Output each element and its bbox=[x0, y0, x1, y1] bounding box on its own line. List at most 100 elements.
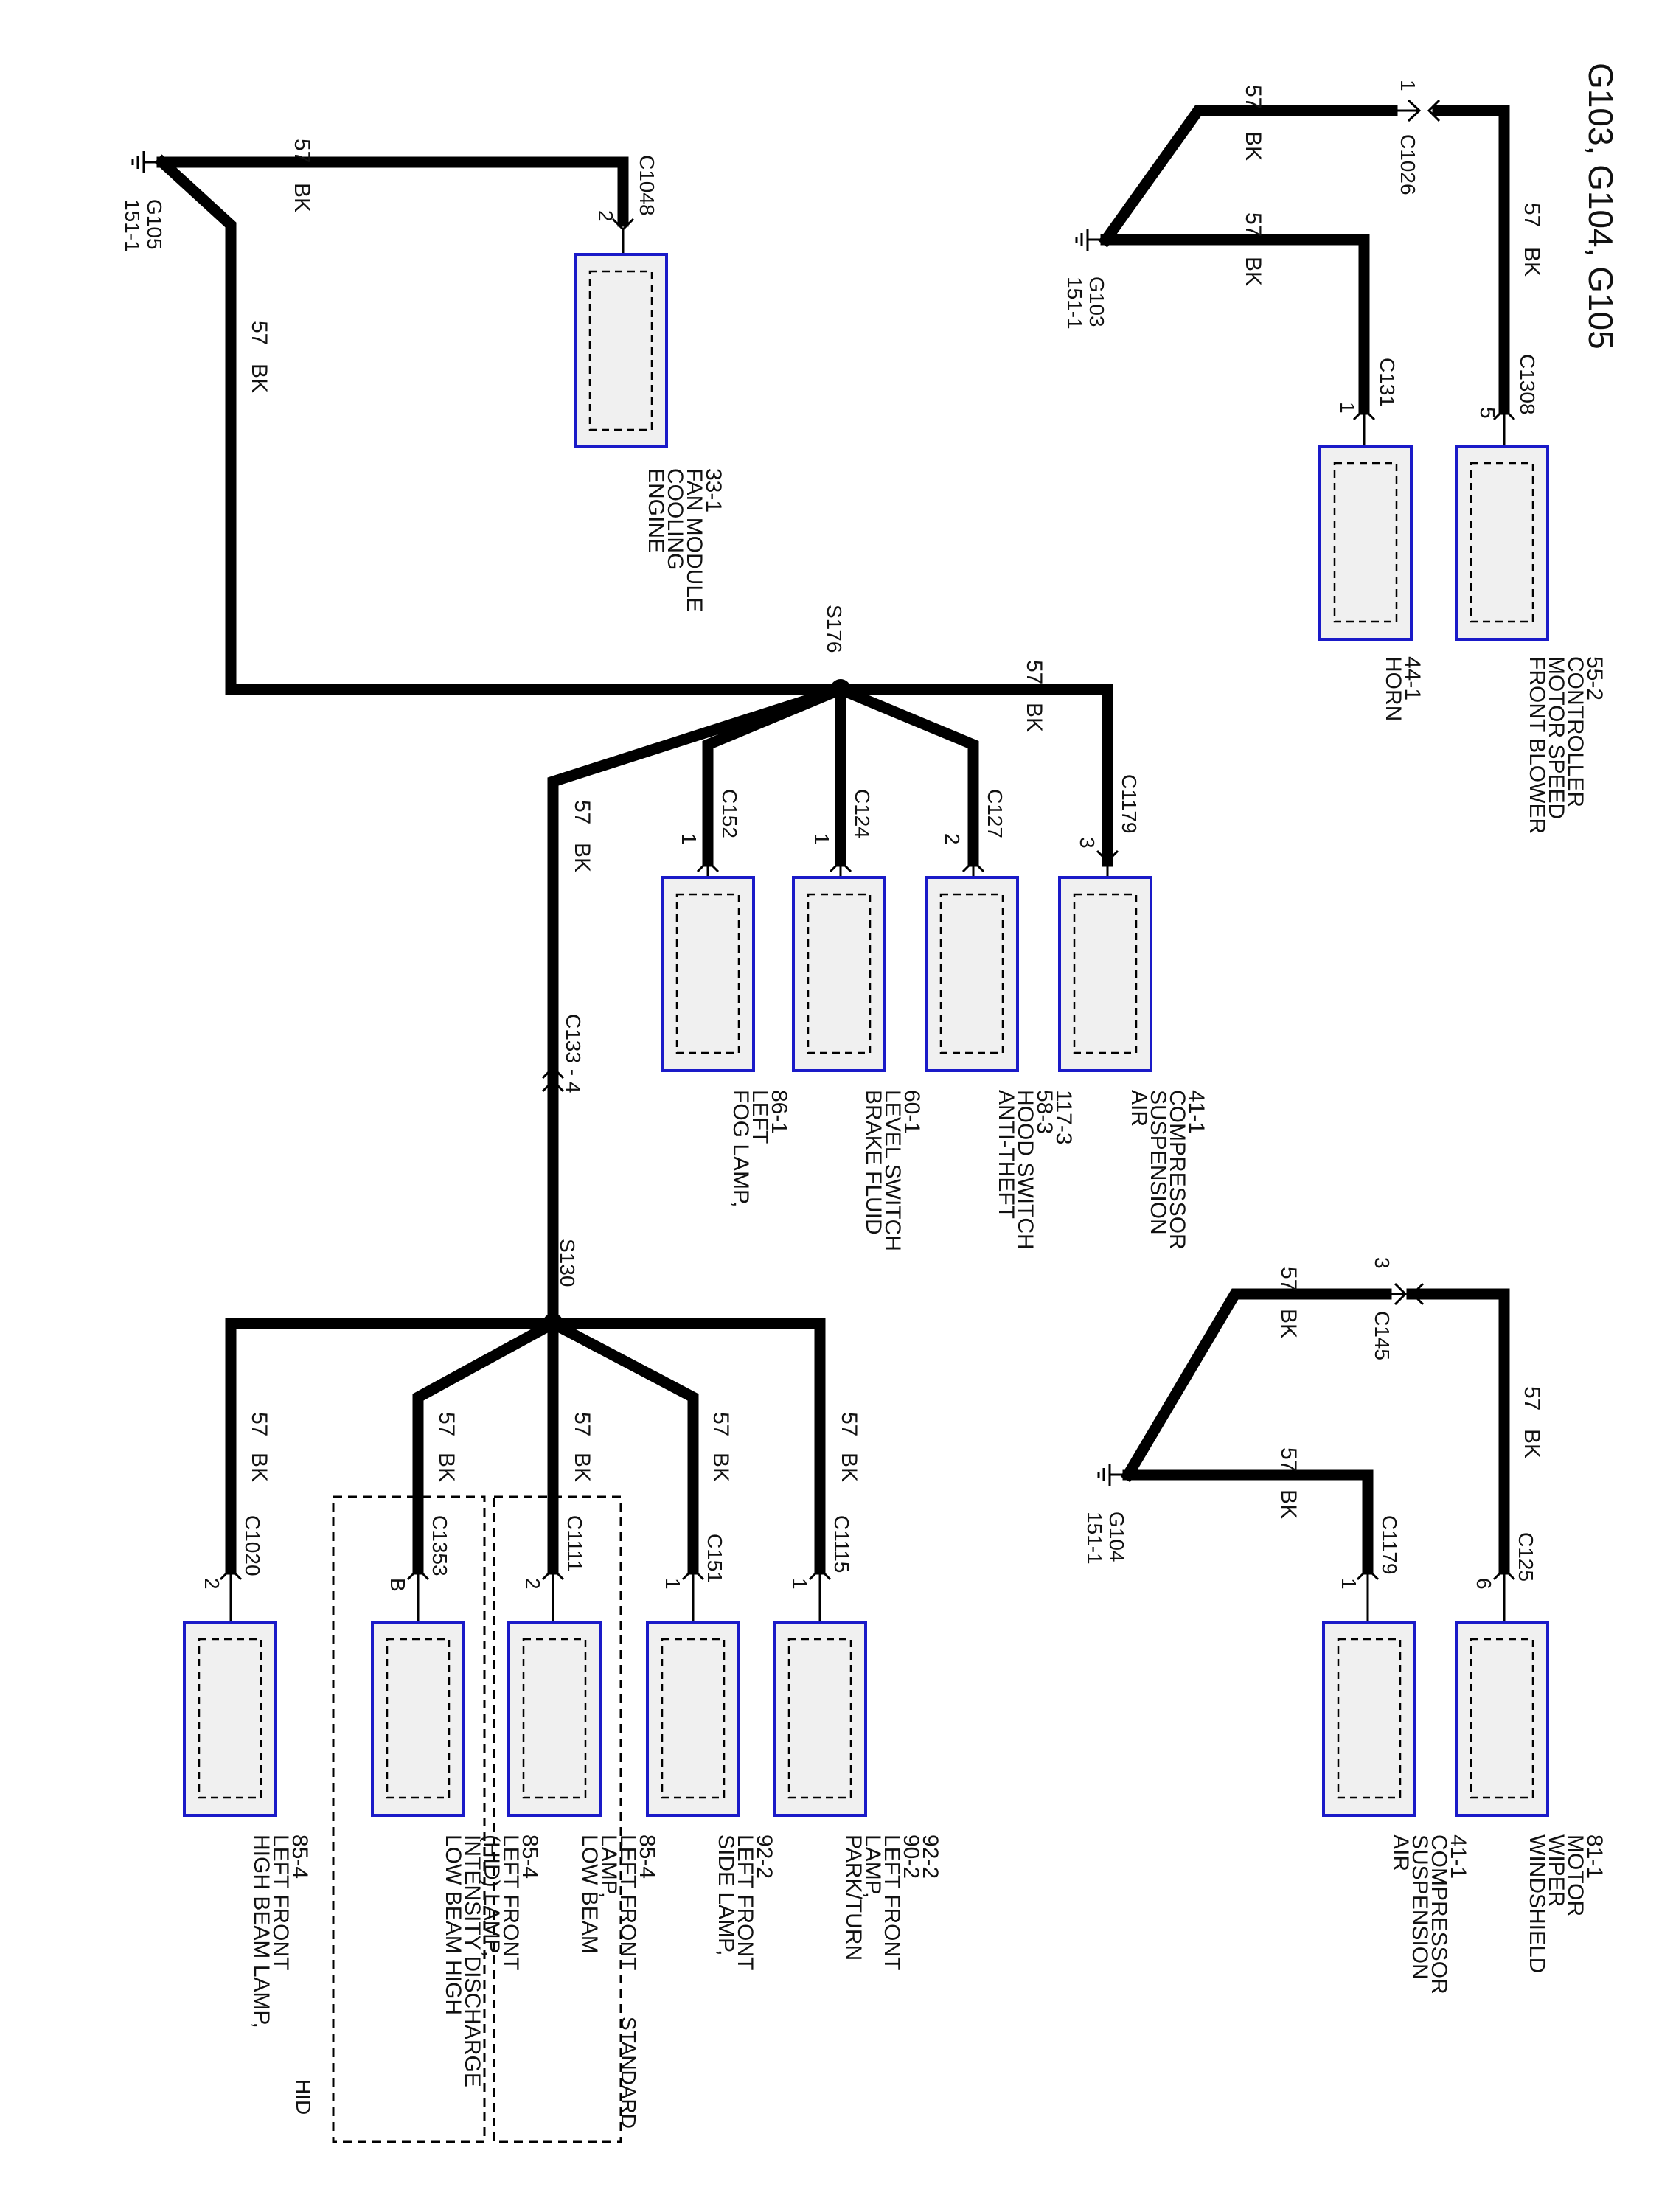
c131-label: C131 bbox=[1376, 358, 1399, 407]
high-beam-label: HIGH BEAM LAMP, LEFT FRONT 85-4 bbox=[249, 1834, 312, 2034]
wire-circuit-label: 57 bbox=[434, 1412, 459, 1436]
component-fog-lamp-left bbox=[661, 859, 755, 1072]
wire-circuit-label: 57 bbox=[837, 1412, 861, 1436]
engine-cooling-fan-label: ENGINE COOLING FAN MODULE 33-1 bbox=[644, 468, 726, 618]
c1353-pin: B bbox=[386, 1578, 409, 1592]
splice-s176-label: S176 bbox=[823, 605, 846, 653]
wire-circuit-label: 57 bbox=[1520, 203, 1544, 227]
ground-g103-label: G103 bbox=[1085, 276, 1108, 327]
c145-pin: 3 bbox=[1371, 1257, 1394, 1269]
c1308-label: C1308 bbox=[1516, 354, 1539, 415]
c1111-label: C1111 bbox=[563, 1515, 586, 1571]
fog-lamp-label: FOG LAMP, LEFT 86-1 bbox=[728, 1090, 791, 1214]
ground-g103-symbol bbox=[1075, 229, 1106, 251]
ground-g104-label: G104 bbox=[1105, 1512, 1128, 1562]
c1020-label: C1020 bbox=[241, 1515, 264, 1576]
wire-color-label: BK bbox=[290, 183, 314, 212]
air-suspension-1-label: AIR SUSPENSION COMPRESSOR 41-1 bbox=[1127, 1090, 1208, 1256]
wire-circuit-label: 57 bbox=[1241, 212, 1265, 237]
c125-pin: 6 bbox=[1472, 1578, 1495, 1590]
c151-pin: 1 bbox=[661, 1578, 684, 1590]
front-blower-label: FRONT BLOWER MOTOR SPEED CONTROLLER 55-2 bbox=[1525, 656, 1607, 840]
c124-label: C124 bbox=[851, 789, 874, 838]
c1020-pin: 2 bbox=[201, 1578, 223, 1590]
wire-circuit-label: 57 bbox=[1022, 660, 1046, 684]
standard-group-label: STANDARD bbox=[617, 2017, 640, 2129]
ground-g103-page: 151-1 bbox=[1063, 276, 1086, 330]
component-air-suspension-compressor-2 bbox=[1322, 1567, 1416, 1817]
horn-label: HORN 44-1 bbox=[1381, 656, 1425, 728]
wire-color-label: BK bbox=[570, 843, 594, 872]
anti-theft-label: ANTI-THEFT HOOD SWITCH 58-3 117-3 bbox=[994, 1090, 1076, 1256]
wire-color-label: BK bbox=[570, 1453, 594, 1482]
component-low-beam-hid-lamp bbox=[371, 1567, 465, 1817]
wires bbox=[154, 105, 1510, 1575]
c1048-pin: 2 bbox=[594, 210, 617, 222]
splice-s176-dot bbox=[830, 679, 851, 700]
wire-circuit-label: 57 bbox=[247, 1412, 271, 1436]
c151-label: C151 bbox=[703, 1534, 726, 1583]
c1115-pin: 1 bbox=[788, 1578, 811, 1590]
wire-circuit-label: 57 bbox=[570, 1412, 594, 1436]
brake-fluid-label: BRAKE FLUID LEVEL SWITCH 60-1 bbox=[861, 1090, 924, 1257]
wire-color-label: BK bbox=[1276, 1309, 1301, 1338]
c127-label: C127 bbox=[984, 789, 1006, 838]
wire-circuit-label: 57 bbox=[290, 139, 314, 163]
c152-pin: 1 bbox=[678, 833, 700, 845]
component-horn bbox=[1318, 407, 1413, 641]
component-low-beam-lamp bbox=[507, 1567, 602, 1817]
wire-circuit-label: 57 bbox=[570, 800, 594, 824]
component-brake-fluid-level-switch bbox=[792, 859, 886, 1072]
component-air-suspension-compressor-1 bbox=[1058, 849, 1152, 1072]
wiper-label: WINDSHIELD WIPER MOTOR 81-1 bbox=[1525, 1834, 1607, 1980]
c127-pin: 2 bbox=[941, 833, 964, 845]
wire-circuit-label: 57 bbox=[1520, 1386, 1544, 1411]
standard-option-frame bbox=[493, 1495, 622, 2143]
wire-circuit-label: 57 bbox=[1276, 1447, 1301, 1472]
component-front-blower-controller bbox=[1455, 407, 1549, 641]
wire-circuit-label: 57 bbox=[709, 1412, 733, 1436]
wire-circuit-label: 57 bbox=[247, 321, 271, 345]
component-anti-theft-hood-switch bbox=[925, 859, 1019, 1072]
c1111-pin: 2 bbox=[521, 1578, 544, 1590]
wire-color-label: BK bbox=[1520, 1429, 1544, 1458]
ground-g105-page: 151-1 bbox=[121, 199, 144, 252]
wire-color-label: BK bbox=[1241, 131, 1265, 161]
component-park-turn-lamp bbox=[773, 1567, 867, 1817]
component-side-lamp bbox=[646, 1567, 740, 1817]
air-suspension-2-label: AIR SUSPENSION COMPRESSOR 41-1 bbox=[1388, 1834, 1470, 2000]
hid-option-frame bbox=[332, 1495, 486, 2143]
wire-circuit-label: 57 bbox=[1276, 1267, 1301, 1291]
low-beam-hid-label: LOW BEAM HIGH INTENSITY DISCHARGE (HID) … bbox=[441, 1834, 542, 2093]
component-engine-cooling-fan-module bbox=[574, 218, 668, 448]
c152-label: C152 bbox=[718, 789, 741, 838]
low-beam-label: LOW BEAM LAMP, LEFT FRONT 85-4 bbox=[577, 1834, 659, 1976]
c1179-pin: 1 bbox=[1338, 1578, 1360, 1590]
c1179-label: C1179 bbox=[1378, 1515, 1401, 1574]
inline-connector-c145 bbox=[1386, 1282, 1425, 1306]
park-turn-label: PARK/TURN LAMP, LEFT FRONT 90-2 92-2 bbox=[841, 1834, 942, 1976]
c133-label: C133 - 4 bbox=[562, 1014, 585, 1093]
c1048-label: C1048 bbox=[636, 155, 658, 216]
page-title: G103, G104, G105 bbox=[1582, 63, 1620, 349]
component-high-beam-lamp bbox=[183, 1567, 277, 1817]
ground-g105-symbol bbox=[131, 151, 162, 173]
wire-color-label: BK bbox=[247, 1453, 271, 1482]
c1353-label: C1353 bbox=[428, 1515, 451, 1576]
splice-s130-label: S130 bbox=[556, 1239, 579, 1287]
hid-group-label: HID bbox=[292, 2079, 315, 2115]
c131-pin: 1 bbox=[1336, 402, 1359, 414]
ground-g105-label: G105 bbox=[143, 199, 166, 250]
c125-label: C125 bbox=[1514, 1532, 1537, 1582]
c1115-label: C1115 bbox=[830, 1515, 853, 1573]
wire-color-label: BK bbox=[1241, 257, 1265, 286]
component-windshield-wiper-motor bbox=[1455, 1567, 1549, 1817]
wire-circuit-label: 57 bbox=[1241, 85, 1265, 109]
ground-g104-symbol bbox=[1097, 1464, 1128, 1486]
c1308-pin: 5 bbox=[1476, 407, 1499, 419]
wire-color-label: BK bbox=[1022, 703, 1046, 732]
c1179-pin: 3 bbox=[1076, 837, 1099, 849]
wire-color-label: BK bbox=[709, 1453, 733, 1482]
c1026-pin: 1 bbox=[1397, 80, 1419, 91]
